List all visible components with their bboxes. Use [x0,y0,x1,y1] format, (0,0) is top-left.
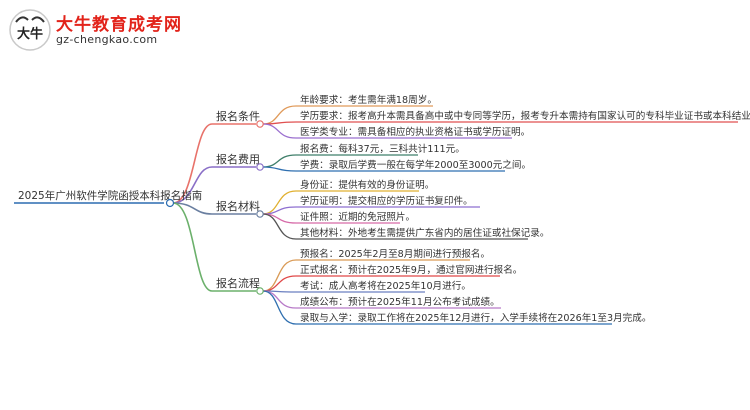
leaf-node[interactable]: 医学类专业：需具备相应的执业资格证书或学历证明。 [300,126,530,138]
leaf-link [262,290,297,325]
leaf-node[interactable]: 学费：录取后学费一般在每学年2000至3000元之间。 [300,159,531,171]
logo-title: 大牛教育成考网 [56,15,182,35]
leaf-node[interactable]: 录取与入学：录取工作将在2025年12月进行，入学手续将在2026年1至3月完成… [300,312,651,324]
leaf-link [262,123,297,139]
branch-node-2[interactable]: 报名费用 [216,152,260,166]
logo-url: gz-chengkao.com [56,33,158,46]
branch-link [172,202,213,292]
leaf-node[interactable]: 考试：成人高考将在2025年10月进行。 [300,280,471,292]
leaf-node[interactable]: 证件照：近期的免冠照片。 [300,211,415,223]
leaf-link [262,105,297,125]
branch-link [172,166,213,204]
leaf-node[interactable]: 年龄要求：考生需年满18周岁。 [300,94,437,106]
leaf-link [262,166,297,172]
leaf-node[interactable]: 报名费：每科37元，三科共计111元。 [300,143,465,155]
branch-link [172,123,213,204]
leaf-link [262,259,297,292]
branch-node-3[interactable]: 报名材料 [216,199,260,213]
branch-collapse-handle[interactable] [256,163,264,171]
site-logo[interactable]: 大牛 大牛教育成考网 gz-chengkao.com [8,6,228,54]
leaf-node[interactable]: 学历要求：报考高升本需具备高中或中专同等学历，报考专升本需持有国家认可的专科毕业… [300,110,750,122]
branch-collapse-handle[interactable] [256,120,264,128]
leaf-link [262,154,297,168]
leaf-link [262,275,297,292]
root-node[interactable]: 2025年广州软件学院函授本科报名指南 [18,189,202,202]
mindmap-links [172,105,297,325]
root-collapse-handle[interactable] [165,198,175,208]
leaf-node[interactable]: 身份证：提供有效的身份证明。 [300,179,434,191]
leaf-node[interactable]: 预报名：2025年2月至8月期间进行预报名。 [300,248,490,260]
branch-node-4[interactable]: 报名流程 [216,276,260,290]
branch-node-1[interactable]: 报名条件 [216,109,260,123]
branch-collapse-handle[interactable] [256,287,264,295]
mindmap-nodes: 2025年广州软件学院函授本科报名指南 报名条件 年龄要求：考生需年满18周岁。学… [14,94,750,325]
leaf-link [262,213,297,240]
leaf-node[interactable]: 成绩公布：预计在2025年11月公布考试成绩。 [300,296,500,308]
bull-logo-icon: 大牛 [9,9,51,51]
branch-collapse-handle[interactable] [256,210,264,218]
branch-link [172,202,213,215]
leaf-node[interactable]: 其他材料：外地考生需提供广东省内的居住证或社保记录。 [300,227,549,239]
leaf-node[interactable]: 正式报名：预计在2025年9月，通过官网进行报名。 [300,264,522,276]
leaf-node[interactable]: 学历证明：提交相应的学历证书复印件。 [300,195,473,207]
logo-mark-text: 大牛 [17,26,43,42]
leaf-link [262,290,297,309]
